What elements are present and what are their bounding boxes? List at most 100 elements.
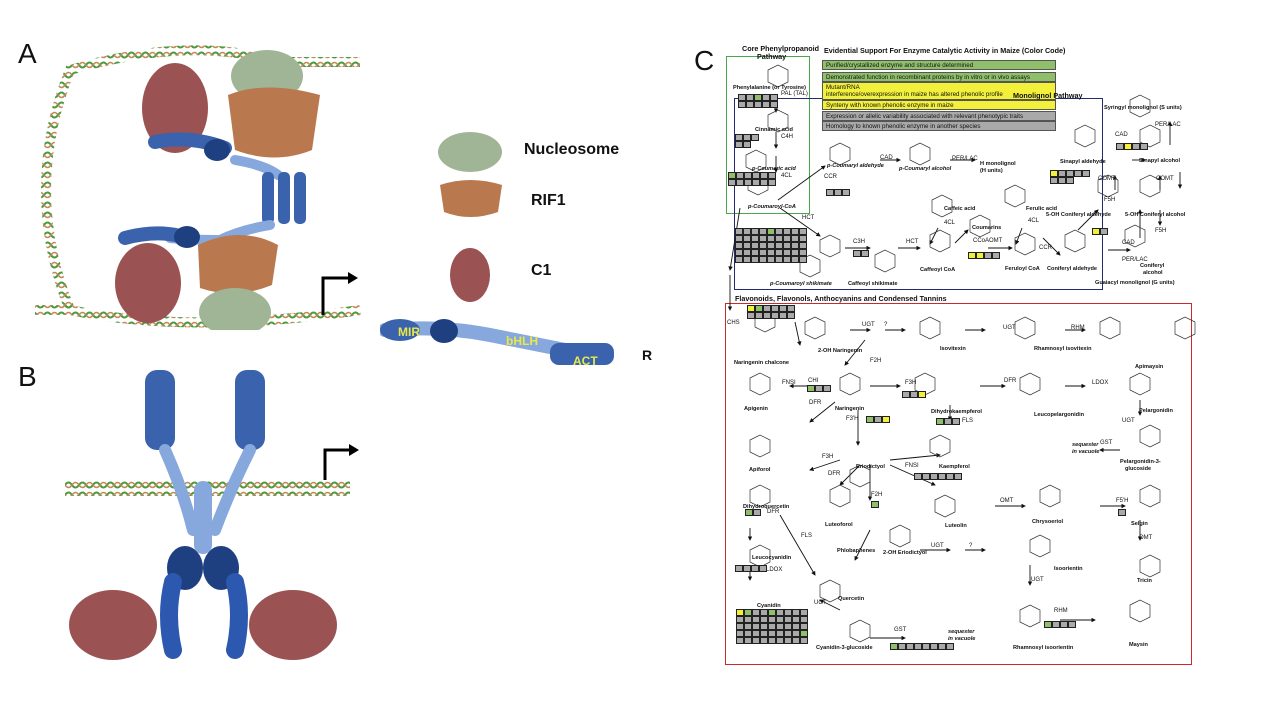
compound-label: Naringenin chalcone [734, 360, 790, 366]
compound-label: Isovitexin [940, 346, 966, 352]
compound-label: Leucopelargonidin [1034, 412, 1085, 418]
compound-label: Pelargonidin [1139, 408, 1173, 414]
compound-label: Dihydroquercetin [743, 504, 790, 510]
enzyme-label: 4CL [944, 220, 956, 226]
enzyme-label: OMT [1000, 498, 1014, 504]
enzyme-label: PAL (TAL) [781, 91, 808, 97]
enzyme-label: F5'H [1116, 498, 1129, 504]
compound-label: (H units) [980, 168, 1003, 174]
enzyme-label: DFR [828, 471, 841, 477]
compound-label: Caffeic acid [944, 206, 976, 212]
transcription-arrow-icon [321, 276, 350, 315]
compound-label: Ferulic acid [1026, 206, 1058, 212]
enzyme-label: UGT [814, 600, 827, 606]
compound-label: Coumarins [972, 225, 1002, 231]
compound-label: Luteolin [945, 523, 967, 529]
enzyme-label: HCT [802, 215, 815, 221]
domain-mir-label: MIR [398, 325, 420, 339]
monolignol-title: Monolignol Pathway [1013, 91, 1083, 100]
compound-label: in vacuole [1072, 449, 1100, 455]
compound-label: sequester [1072, 442, 1099, 448]
enzyme-label: LDOX [1092, 380, 1109, 386]
compound-label: Caffeoyl CoA [920, 267, 956, 273]
compound-label: Apiforol [749, 467, 771, 473]
compound-label: p-Coumaroyl shikimate [770, 281, 832, 287]
enzyme-label: UGT [862, 322, 875, 328]
evidence-grid [735, 565, 767, 572]
evidence-grid [1050, 170, 1090, 184]
compound-label: 5-OH Coniferyl alcohol [1125, 212, 1186, 218]
c1-icon [450, 248, 490, 302]
compound-label: Luteoforol [825, 522, 853, 528]
evidence-grid [936, 418, 960, 425]
compound-label: Feruloyl CoA [1005, 266, 1040, 272]
evidence-grid [735, 228, 807, 263]
evidence-grid [890, 643, 954, 650]
evidence-legend: Purified/crystallized enzyme and structu… [822, 60, 1056, 131]
enzyme-label: LDOX [766, 567, 783, 573]
compound-label: Caffeoyl shikimate [848, 281, 898, 287]
compound-label: Rhamnosyl isoorientin [1013, 645, 1074, 651]
enzyme-label: CCR [824, 174, 837, 180]
enzyme-label: UGT [1031, 577, 1044, 583]
enzyme-label: F5H [1104, 197, 1116, 203]
enzyme-label: F5H [1155, 228, 1167, 234]
enzyme-label: COMT [1156, 176, 1174, 182]
compound-label: sequester [948, 629, 975, 635]
nucleosome-icon [438, 132, 502, 172]
enzyme-label: GST [1100, 440, 1113, 446]
enzyme-label: FLS [962, 418, 974, 424]
enzyme-label: DFR [767, 509, 780, 515]
c1-protein [69, 590, 157, 660]
enzyme-label: ? [884, 322, 888, 328]
compound-label: Leucocyanidin [752, 555, 792, 561]
compound-label: Selgin [1131, 521, 1148, 527]
evidence-grid [1116, 143, 1148, 150]
enzyme-label: GST [894, 627, 907, 633]
evidence-grid [736, 609, 808, 644]
c1-protein [115, 243, 181, 323]
c1-protein [249, 590, 337, 660]
evidence-grid [1044, 621, 1076, 628]
panel-label-a: A [18, 38, 37, 69]
compound-label: Rhamnosyl isovitexin [1034, 346, 1092, 352]
legend-rif1-label: RIF1 [531, 192, 566, 209]
enzyme-label: 4CL [1028, 218, 1040, 224]
compound-label: Kaempferol [939, 464, 970, 470]
enzyme-label: 4CL [781, 173, 793, 179]
compound-label: Sinapyl aldehyde [1060, 159, 1106, 165]
compound-label: Chrysoeriol [1032, 519, 1064, 525]
rif1-icon [440, 180, 502, 217]
compound-label: Guaiacyl monolignol (G units) [1095, 280, 1175, 286]
evidence-grid [747, 305, 795, 319]
compound-label: Quercetin [838, 596, 865, 602]
compound-label: Cyanidin [757, 603, 781, 609]
evidence-row: Synteny with known phenolic enzyme in ma… [822, 100, 1056, 110]
compound-label: Naringenin [835, 406, 865, 412]
enzyme-label: F3'H [846, 416, 859, 422]
evidence-grid [866, 416, 890, 423]
enzyme-label: UGT [1122, 418, 1135, 424]
evidence-row: Demonstrated function in recombinant pro… [822, 72, 1056, 82]
compound-label: p-Coumaryl alcohol [899, 166, 952, 172]
evidence-row: interference/overexpression in maize has… [822, 90, 1056, 100]
flavonoid-title: Flavonoids, Flavonols, Anthocyanins and … [735, 294, 947, 303]
enzyme-label: FNSI [905, 463, 919, 469]
compound-label: 2-OH Naringenin [818, 348, 863, 354]
evidence-grid [853, 250, 869, 257]
enzyme-label: F3H [905, 380, 917, 386]
compound-label: Phenylalanine (or Tyrosine) [733, 85, 806, 91]
evidence-grid [738, 94, 778, 108]
rif1-protein [198, 235, 278, 294]
enzyme-label: CAD [1115, 132, 1128, 138]
panel-label-c: C [694, 45, 715, 76]
compound-label: Sinapyl alcohol [1139, 158, 1181, 164]
compound-label: Apimaysin [1135, 364, 1164, 370]
enzyme-label: F2H [871, 492, 883, 498]
dna-strand [41, 45, 360, 312]
enzyme-label: F3H [822, 454, 834, 460]
compound-label: Isoorientin [1054, 566, 1083, 572]
compound-label: Dihydrokaempferol [931, 409, 982, 415]
compound-label: Apigenin [744, 406, 768, 412]
rif1-protein [228, 87, 320, 158]
